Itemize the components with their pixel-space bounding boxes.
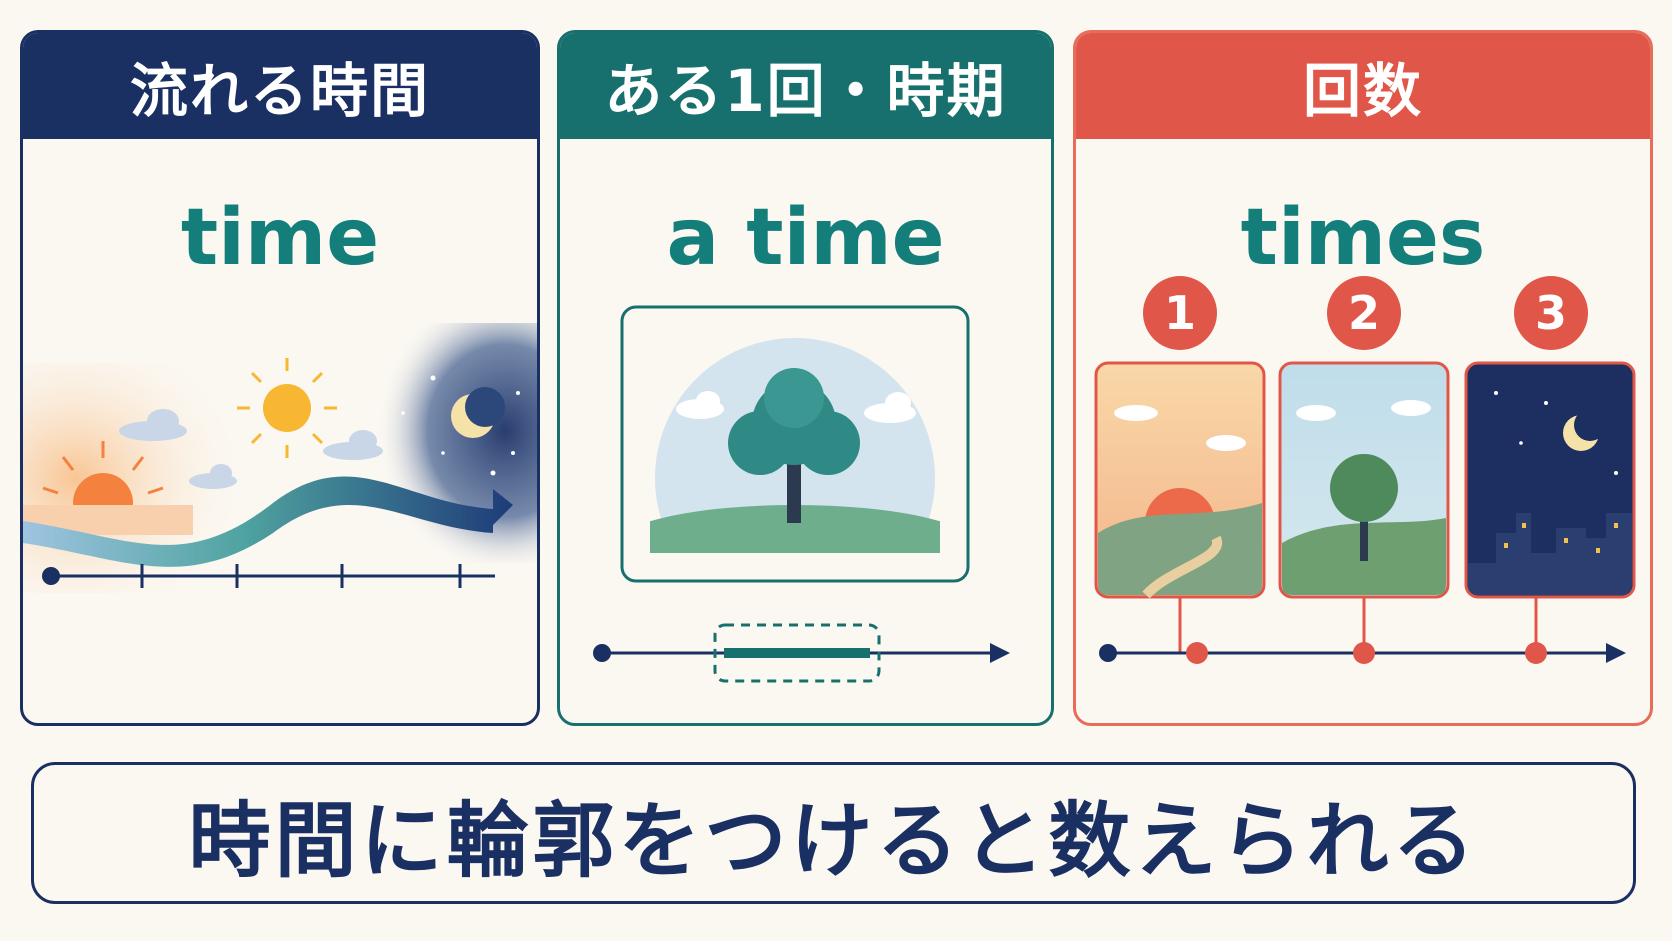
day-scene-card [1278, 361, 1450, 599]
summary-caption: 時間に輪郭をつけると数えられる [31, 762, 1636, 904]
panel-word: times [1240, 193, 1486, 283]
stars-icon [401, 375, 520, 476]
cloud-icon [119, 409, 383, 489]
panel-word: a time [666, 193, 945, 283]
time-period-bar [724, 648, 870, 658]
tree-icon [728, 368, 860, 523]
count-badge-3: 3 [1514, 276, 1588, 350]
flowing-time-illustration [23, 323, 537, 593]
cloud-icon [1114, 405, 1246, 451]
moon-icon [451, 387, 505, 438]
panel-flowing-time: 流れる時間 time [20, 30, 540, 726]
night-scene-card [1464, 361, 1636, 599]
panel-one-occasion: ある1回・時期 a time [557, 30, 1054, 726]
one-occasion-illustration [593, 305, 1010, 683]
cloud-icon [1296, 400, 1431, 421]
cloud-icon [676, 391, 916, 423]
timeline [593, 623, 1010, 683]
repeated-occasions-illustration [1094, 361, 1636, 664]
timeline [1099, 597, 1626, 664]
rising-sun-icon [23, 441, 193, 535]
timeline [42, 564, 495, 588]
panel-word: time [180, 193, 380, 283]
count-badge-1: 1 [1143, 276, 1217, 350]
time-period-box [713, 623, 881, 683]
city-skyline [1468, 513, 1632, 595]
panel-header: 流れる時間 [23, 33, 537, 139]
panel-header: 回数 [1076, 33, 1650, 139]
dawn-scene-card [1094, 361, 1266, 599]
count-badge-2: 2 [1327, 276, 1401, 350]
panel-number-of-times: 回数 times 1 2 3 [1073, 30, 1653, 726]
flow-arrow [23, 476, 513, 567]
panel-header: ある1回・時期 [560, 33, 1051, 139]
sun-icon [237, 358, 337, 458]
